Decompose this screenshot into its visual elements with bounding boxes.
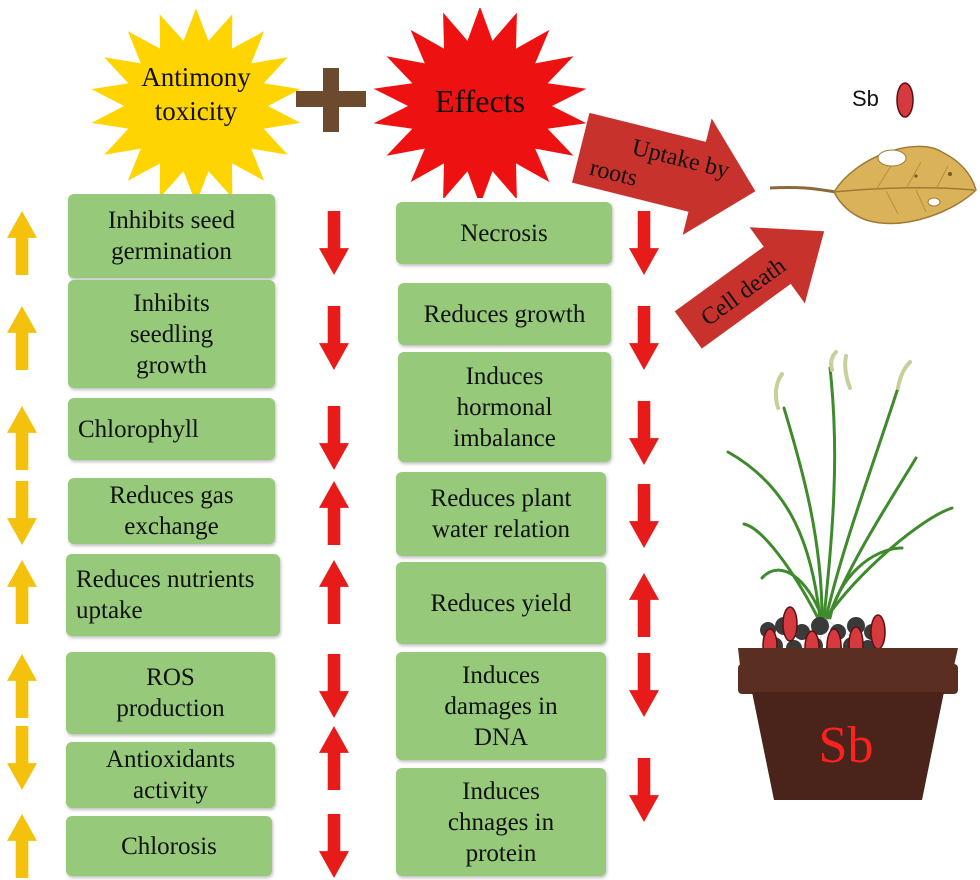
- outer-trend-arrow-up: [7, 560, 37, 624]
- effect-trend-arrow-down: [629, 484, 659, 548]
- burst-right-label: Effects: [435, 83, 525, 119]
- left-box-chlorosis: Chlorosis: [66, 816, 272, 876]
- right-box-necrosis: Necrosis: [396, 202, 612, 264]
- pot-body: [752, 692, 944, 800]
- outer-trend-arrow-up: [7, 406, 37, 470]
- left-box-gas-exchange: Reduces gas exchange: [68, 478, 275, 544]
- uptake-by-roots-arrow: Uptake by roots: [572, 112, 756, 235]
- left-box-antioxidants: Antioxidants activity: [66, 742, 275, 808]
- plant-leaves: [726, 366, 954, 620]
- effect-trend-arrow-up: [629, 573, 659, 637]
- effects-burst: Effects: [373, 8, 587, 198]
- pot-rim: [738, 664, 958, 694]
- effect-trend-arrow-down: [629, 653, 659, 717]
- legend-sb-label: Sb: [852, 86, 879, 111]
- effect-trend-arrow-down: [629, 758, 659, 822]
- inner-trend-arrow-down: [319, 406, 349, 470]
- plant-panicles: [773, 350, 912, 410]
- potted-plant-icon: Sb: [726, 350, 958, 800]
- right-box-reduces-growth: Reduces growth: [398, 283, 611, 345]
- left-box-ros-production: ROS production: [66, 652, 275, 734]
- outer-trend-arrow-up: [7, 211, 37, 275]
- left-box-seedling-growth: Inhibits seedling growth: [68, 280, 275, 388]
- right-box-water-relation: Reduces plant water relation: [396, 472, 606, 556]
- antimony-toxicity-burst: Antimony toxicity: [91, 8, 301, 198]
- pot-label: Sb: [819, 717, 874, 774]
- outer-trend-arrow-down: [7, 726, 37, 790]
- inner-trend-arrow-down: [319, 814, 349, 878]
- plus-icon: [296, 68, 366, 132]
- effect-trend-arrow-down: [629, 306, 659, 370]
- left-box-seed-germination: Inhibits seed germination: [68, 194, 275, 278]
- inner-trend-arrow-up: [319, 560, 349, 624]
- inner-trend-arrow-down: [319, 306, 349, 370]
- outer-trend-arrow-up: [7, 814, 37, 878]
- inner-trend-arrow-down: [319, 211, 349, 275]
- left-box-nutrients-uptake: Reduces nutrients uptake: [66, 554, 280, 636]
- right-box-hormonal-imbalance: Induces hormonal imbalance: [398, 352, 611, 462]
- sb-particle-icon: [896, 82, 914, 118]
- left-box-chlorophyll: Chlorophyll: [68, 398, 275, 460]
- outer-trend-arrow-up: [7, 654, 37, 718]
- inner-trend-arrow-up: [319, 481, 349, 545]
- cell-death-arrow: Cell death: [674, 227, 825, 349]
- right-box-protein-changes: Induces chnages in protein: [396, 768, 606, 876]
- effect-trend-arrow-down: [629, 211, 659, 275]
- inner-trend-arrow-up: [319, 726, 349, 790]
- burst-left-label-line1: Antimony: [141, 62, 251, 92]
- burst-left-label-line2: toxicity: [155, 96, 238, 126]
- outer-trend-arrow-down: [7, 481, 37, 545]
- outer-trend-arrow-up: [7, 306, 37, 370]
- dried-leaf-icon: [769, 145, 977, 225]
- effect-trend-arrow-down: [629, 401, 659, 465]
- right-box-dna-damage: Induces damages in DNA: [396, 652, 606, 760]
- inner-trend-arrow-down: [319, 654, 349, 718]
- right-box-reduces-yield: Reduces yield: [396, 562, 606, 644]
